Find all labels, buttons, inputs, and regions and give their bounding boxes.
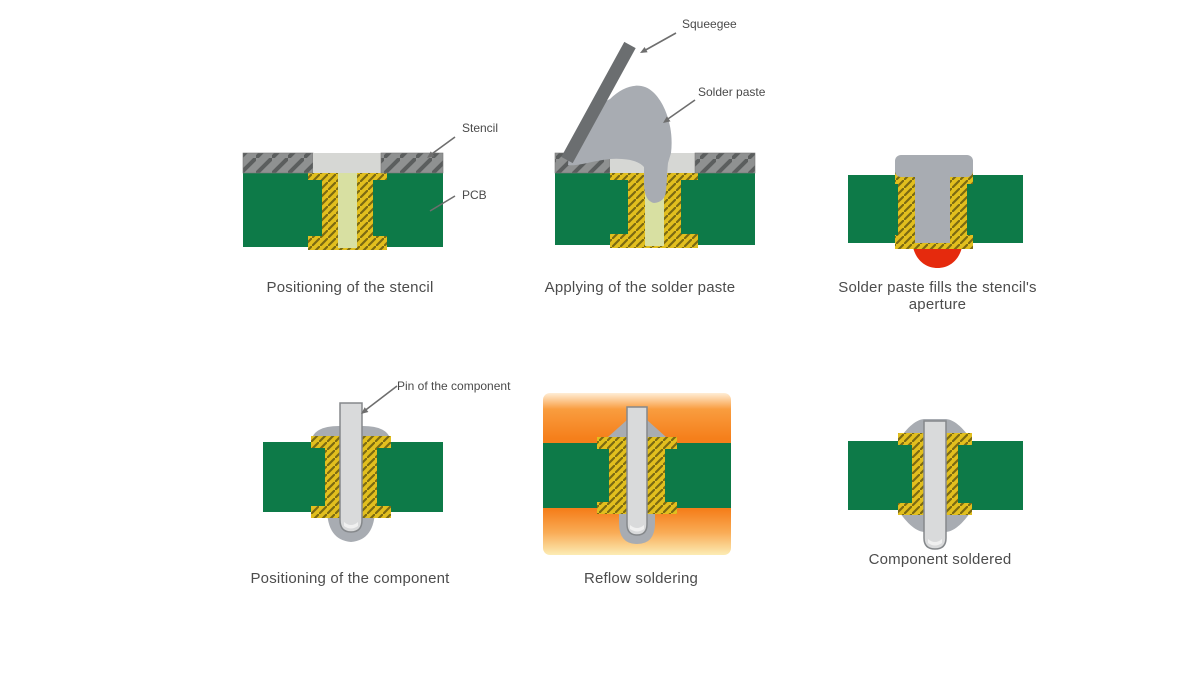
pcb-label: PCB: [462, 188, 487, 202]
squeegee-label: Squeegee: [682, 17, 737, 31]
plated-hole-wall-left: [912, 437, 924, 514]
caption-step-6: Component soldered: [868, 551, 1012, 568]
panel-component-soldered: [848, 419, 1023, 550]
stencil-aperture: [313, 153, 381, 173]
plated-hole-wall-left: [325, 438, 340, 516]
plated-hole-wall-right: [357, 170, 373, 248]
caption-step-1: Positioning of the stencil: [266, 279, 434, 296]
plated-hole-wall-left: [609, 439, 627, 512]
stencil-right: [694, 152, 756, 174]
plated-hole-wall-right: [946, 437, 958, 514]
solder-paste-label: Solder paste: [698, 85, 766, 99]
component-pin: [923, 420, 947, 550]
panel-stencil-positioning: [242, 136, 456, 250]
pin-callout-arrow: [361, 385, 398, 414]
plated-hole-wall-left: [628, 170, 645, 246]
plated-hole-wall-left: [322, 170, 338, 248]
hole-interior: [338, 173, 357, 248]
caption-step-5: Reflow soldering: [583, 570, 699, 587]
stencil-right: [380, 152, 444, 174]
pin-label: Pin of the component: [397, 379, 511, 393]
plated-hole-wall-right: [647, 439, 665, 512]
panel-component-positioning: [263, 385, 443, 542]
component-pin: [339, 402, 363, 533]
solder-paste-cap: [895, 155, 973, 177]
caption-step-2: Applying of the solder paste: [544, 279, 736, 296]
panel-aperture-filled: [848, 155, 1023, 268]
stencil-left: [242, 152, 314, 174]
plated-hole-wall-right: [362, 438, 377, 516]
pin-tip-highlight: [344, 522, 358, 529]
caption-step-3: Solder paste fills the stencil's apertur…: [838, 279, 1037, 313]
squeegee-callout-arrow: [640, 32, 677, 53]
caption-step-4: Positioning of the component: [250, 570, 450, 587]
pin-tip-highlight: [630, 525, 644, 532]
solder-paste-callout-arrow: [663, 99, 696, 123]
stencil-callout-arrow: [427, 136, 456, 158]
plated-hole-wall-right: [950, 173, 967, 247]
squeegee-tool: [561, 41, 636, 164]
component-pin: [626, 406, 648, 536]
pcb-callout-line: [429, 195, 456, 212]
plated-hole-wall-right: [664, 170, 681, 246]
plated-hole-wall-left: [898, 173, 915, 247]
stencil-label: Stencil: [462, 121, 499, 135]
panel-reflow-soldering: [543, 393, 731, 555]
pin-tip-highlight: [928, 539, 942, 546]
panel-paste-application: [554, 32, 756, 248]
solder-paste-column: [915, 170, 950, 243]
